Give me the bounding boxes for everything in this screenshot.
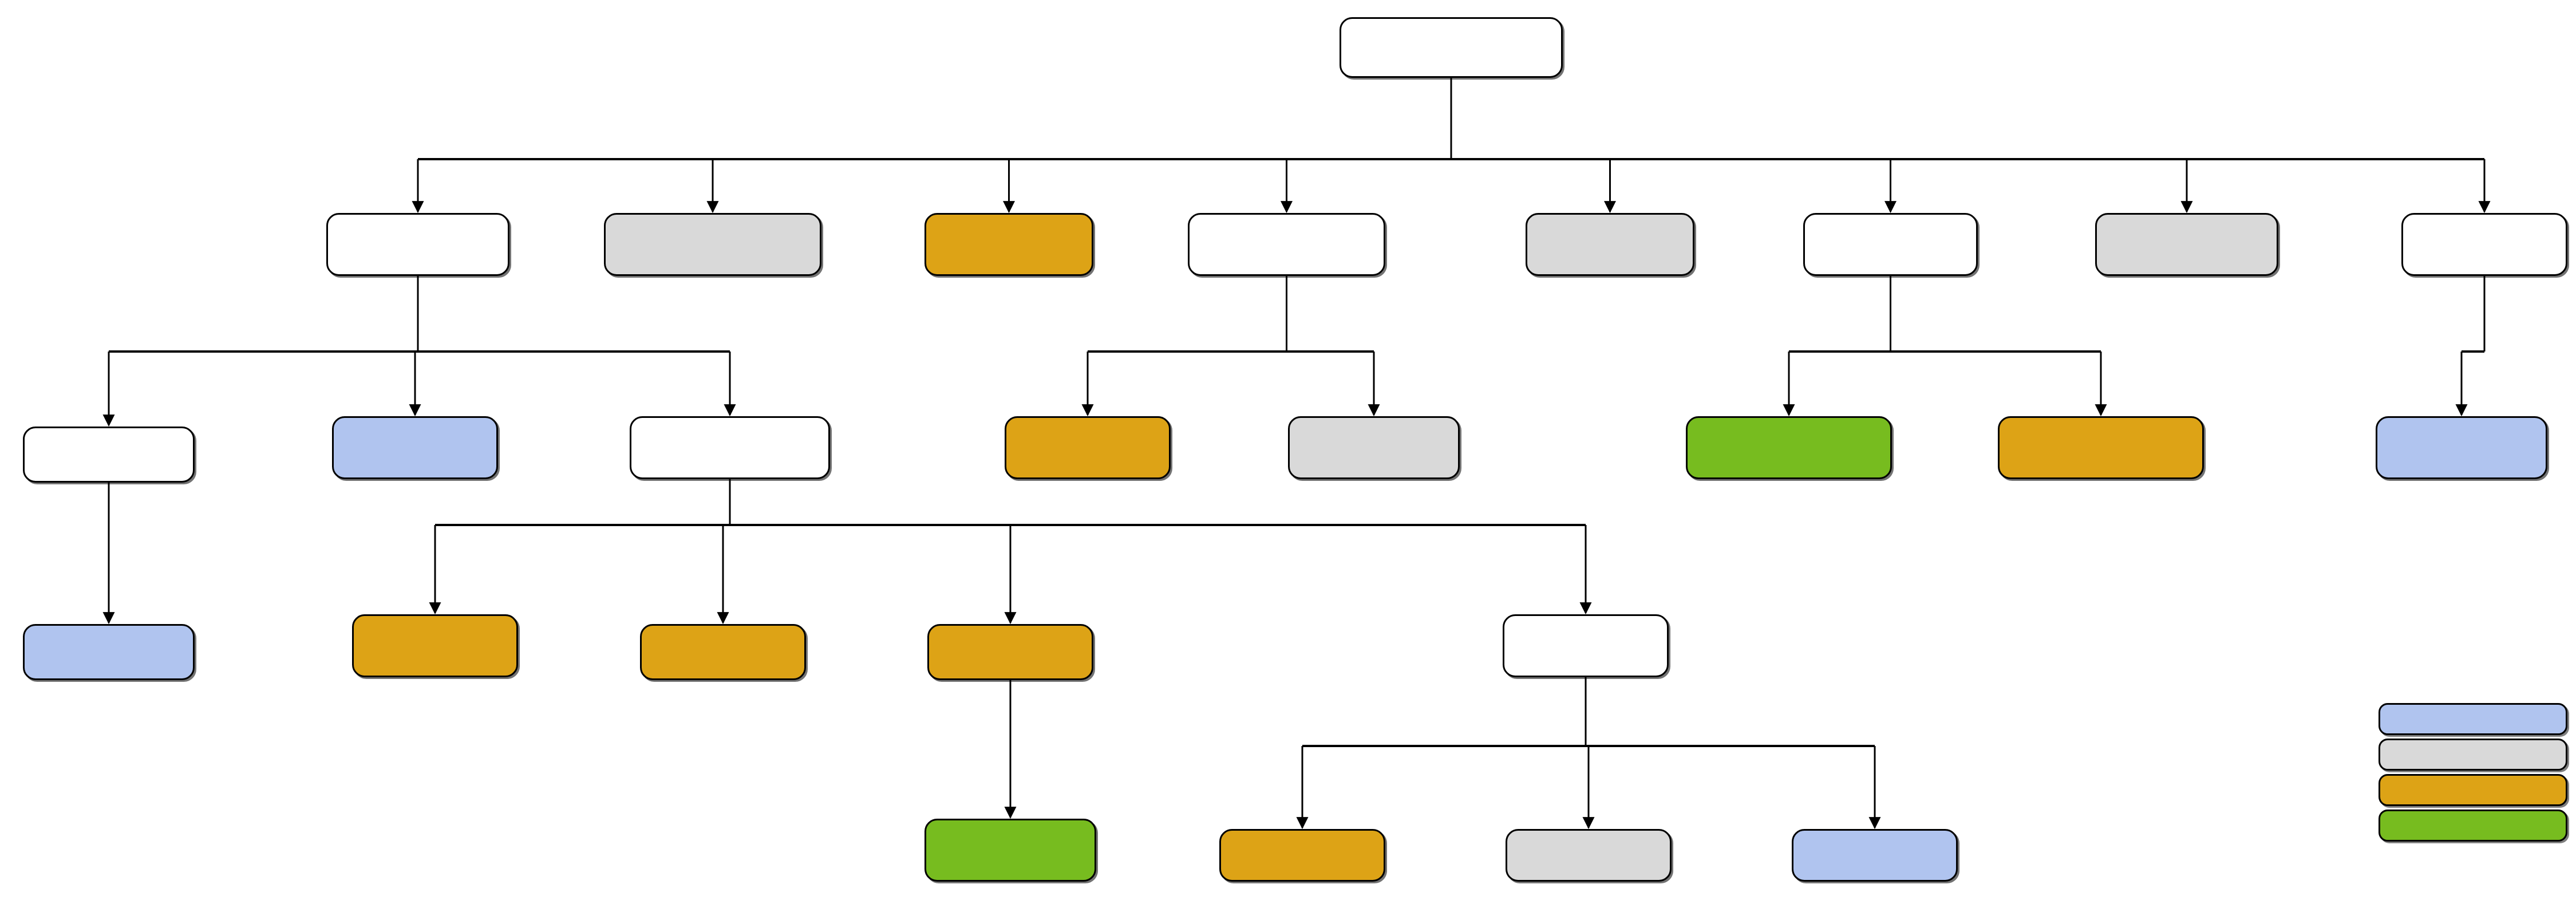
node-interleaved[interactable]: [332, 416, 498, 479]
node-apo[interactable]: [1803, 213, 1978, 276]
node-mgf[interactable]: [1503, 614, 1669, 677]
legend-item-sql-server-2022: [2379, 774, 2567, 806]
node-fb-persist[interactable]: [352, 614, 518, 677]
node-oppo[interactable]: [1686, 416, 1892, 479]
node-row-mode[interactable]: [1506, 829, 1672, 882]
node-qpf[interactable]: [630, 416, 830, 479]
node-bmrs[interactable]: [2095, 213, 2278, 276]
node-batch-mode-1[interactable]: [23, 624, 195, 680]
node-psp[interactable]: [1998, 416, 2204, 479]
node-approx-cd[interactable]: [1288, 416, 1460, 479]
node-udf[interactable]: [1526, 213, 1694, 276]
node-aqp[interactable]: [1188, 213, 1385, 276]
node-ce-fb[interactable]: [927, 624, 1093, 680]
legend-item-sql-server-2025: [2379, 810, 2567, 842]
node-apc[interactable]: [2376, 416, 2547, 479]
node-pct-grant[interactable]: [1219, 829, 1385, 882]
node-root[interactable]: [1340, 17, 1563, 78]
legend-item-sql-server-2019: [2379, 739, 2567, 771]
node-tvdc[interactable]: [604, 213, 821, 276]
node-dop-fb[interactable]: [640, 624, 806, 680]
node-opf[interactable]: [924, 213, 1093, 276]
node-batch-mode-2[interactable]: [1792, 829, 1958, 882]
node-adaptive-joins[interactable]: [23, 427, 195, 483]
node-autotune[interactable]: [2401, 213, 2567, 276]
legend-item-sql-server-2017: [2379, 703, 2567, 735]
node-approx-pct[interactable]: [1005, 416, 1171, 479]
node-ce-fb-expr[interactable]: [924, 819, 1096, 882]
node-adaptive-qp[interactable]: [326, 213, 509, 276]
